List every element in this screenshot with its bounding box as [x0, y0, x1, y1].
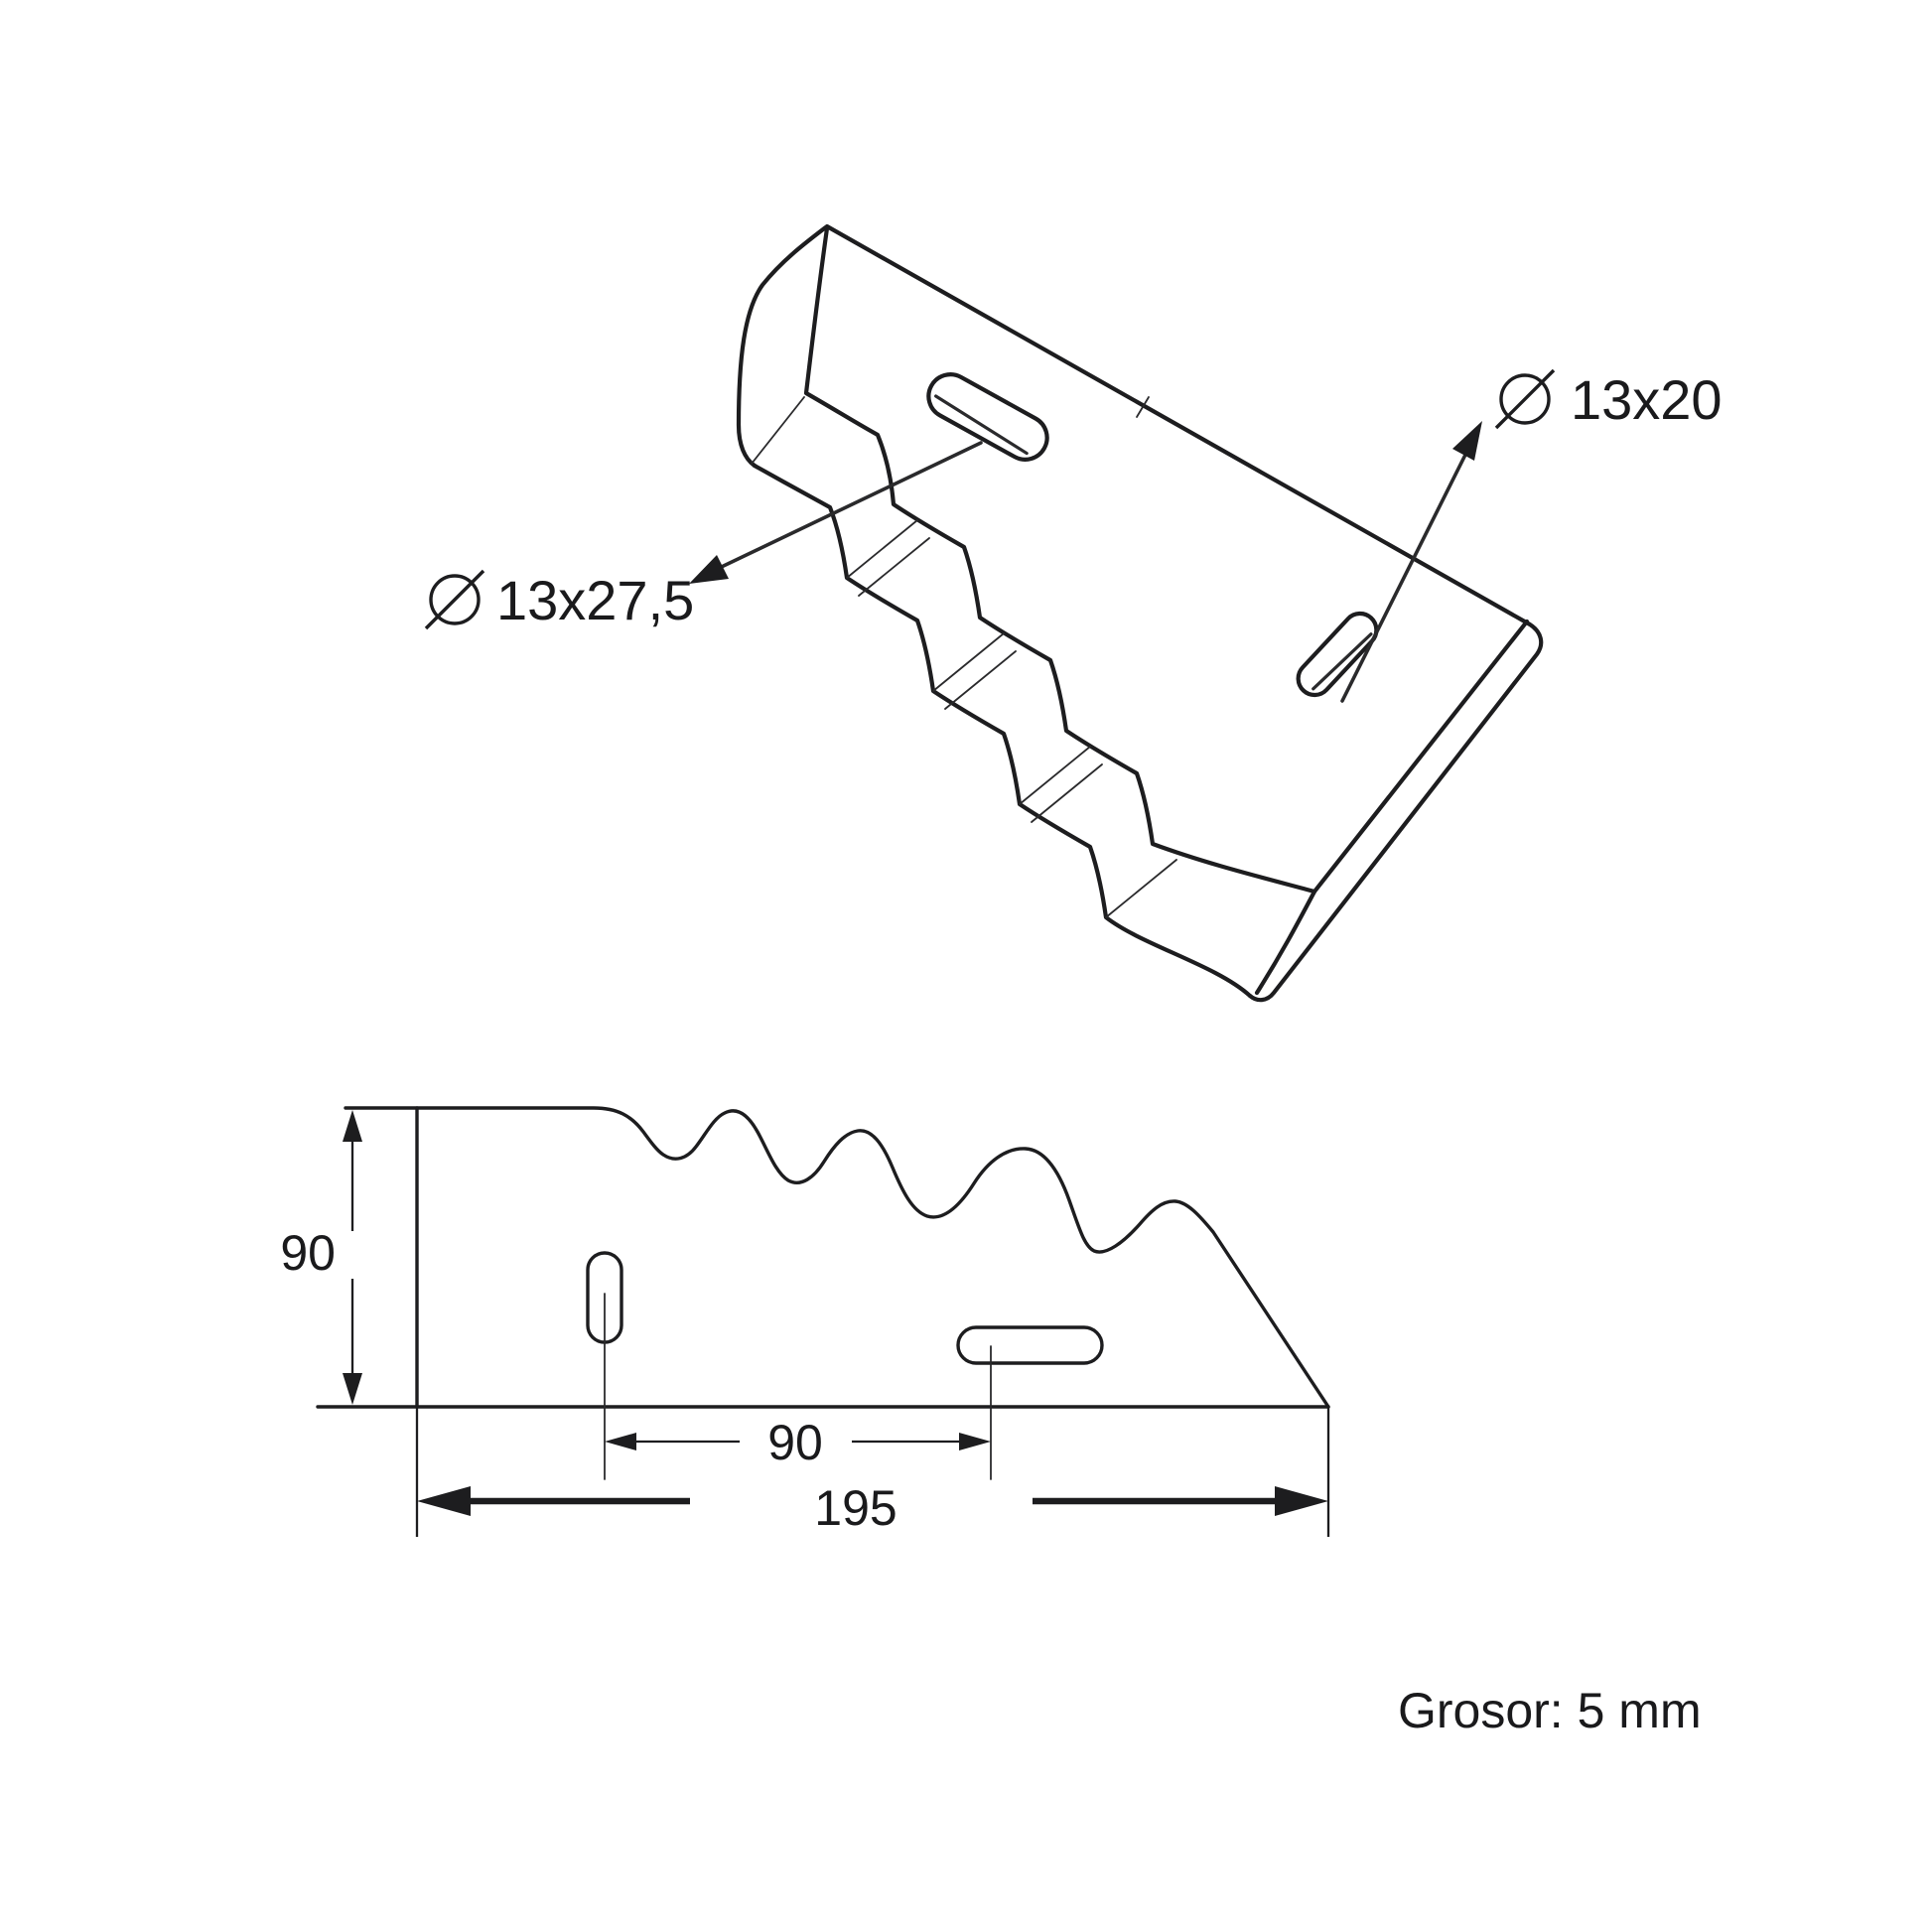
- total-length-dimension: 195: [417, 1480, 1328, 1536]
- iso-top-slot: [926, 372, 1049, 462]
- thickness-note: Grosor: 5 mm: [1398, 1683, 1702, 1738]
- profile-top-wavy-edge: [344, 1106, 1330, 1409]
- dim-arrow-left-icon: [605, 1433, 636, 1450]
- iso-plate-outer-outline: [736, 223, 1544, 1003]
- leader-arrow-bottom-slot: [1340, 421, 1482, 703]
- iso-hatch-line: [846, 519, 918, 579]
- iso-serrated-edge-inner: [803, 225, 1317, 895]
- total-length-dim-label: 195: [814, 1480, 897, 1536]
- profile-view: 90 90 195: [280, 1106, 1330, 1537]
- dim-arrow-down-icon: [343, 1373, 362, 1405]
- hole-spacing-dim-label: 90: [767, 1415, 823, 1470]
- dim-arrow-right-icon: [1275, 1486, 1328, 1516]
- top-slot-callout: 13x27,5: [424, 569, 694, 631]
- diameter-icon: [1494, 368, 1556, 430]
- arrowhead-icon: [1452, 421, 1482, 461]
- iso-hatch-line: [932, 632, 1005, 692]
- iso-hatch-line: [858, 537, 930, 597]
- dim-arrow-right-icon: [959, 1433, 991, 1450]
- iso-edge-tick: [1136, 396, 1150, 418]
- bottom-slot-callout: 13x20: [1494, 368, 1723, 431]
- bottom-slot-size-label: 13x20: [1571, 368, 1723, 431]
- iso-hatch-line: [944, 650, 1017, 710]
- iso-hatch-line: [1105, 859, 1177, 918]
- iso-chamfer-edge: [1254, 619, 1530, 996]
- iso-view: 13x27,5 13x20: [424, 223, 1723, 1003]
- iso-bottom-slot-inner-edge: [1311, 632, 1373, 691]
- height-dim-label: 90: [280, 1225, 336, 1281]
- iso-hatch-line: [1019, 746, 1091, 805]
- height-dimension: 90: [280, 1110, 362, 1405]
- diameter-icon: [424, 569, 485, 630]
- top-slot-size-label: 13x27,5: [496, 569, 694, 631]
- leader-arrow-top-slot: [689, 441, 983, 584]
- iso-bottom-slot-outline: [1296, 611, 1379, 698]
- iso-top-slot-outline: [926, 372, 1049, 462]
- arrowhead-icon: [689, 555, 729, 584]
- iso-hatch-line: [751, 396, 805, 465]
- iso-hatch-lines: [751, 396, 1177, 918]
- hole-spacing-dimension: 90: [605, 1415, 991, 1470]
- dim-arrow-up-icon: [343, 1110, 362, 1142]
- iso-bottom-slot: [1296, 611, 1379, 698]
- iso-hatch-line: [1031, 763, 1103, 823]
- profile-horizontal-slot: [956, 1325, 1104, 1365]
- iso-serrated-edge-outer: [752, 463, 1253, 999]
- iso-top-slot-inner-edge: [934, 394, 1029, 456]
- dim-arrow-left-icon: [417, 1486, 471, 1516]
